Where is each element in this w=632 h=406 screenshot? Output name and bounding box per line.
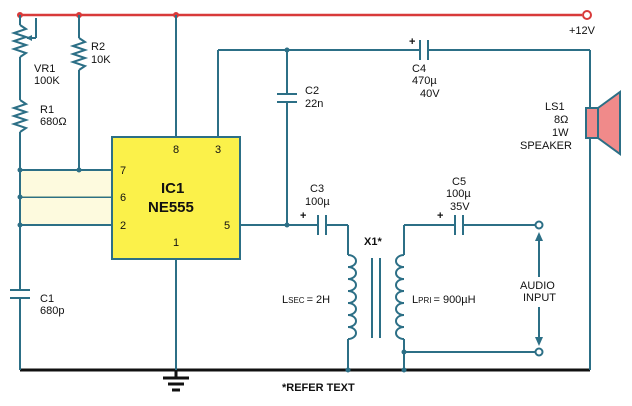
r1-value: 680Ω — [40, 116, 67, 128]
r2-ref: R2 — [91, 41, 105, 53]
pin-1: 1 — [173, 237, 179, 249]
c2-value: 22n — [305, 98, 323, 110]
ls1-ref: LS1 — [545, 101, 565, 113]
c5-capacitor — [454, 215, 464, 235]
pin-8: 8 — [173, 144, 179, 156]
c5-plus: + — [437, 210, 443, 222]
c4-voltage: 40V — [420, 88, 440, 100]
c1-capacitor — [10, 289, 30, 299]
vr1-value: 100K — [34, 75, 60, 87]
x1-ref: X1* — [364, 236, 382, 248]
c5-ref: C5 — [452, 176, 466, 188]
audio-input-label-line1: AUDIO — [520, 280, 555, 292]
c1-value: 680p — [40, 305, 64, 317]
c2-capacitor — [277, 93, 297, 103]
ic1-body — [111, 136, 241, 260]
ls1-power: 1W — [552, 127, 569, 139]
ls1-type: SPEAKER — [520, 140, 572, 152]
refer-text-note: *REFER TEXT — [282, 382, 355, 394]
audio-input-terminal[interactable] — [534, 220, 544, 230]
c3-ref: C3 — [310, 183, 324, 195]
ground-icon — [163, 370, 189, 392]
pin-5: 5 — [224, 220, 230, 232]
pin-3: 3 — [215, 144, 221, 156]
c1-ref: C1 — [40, 293, 54, 305]
r1-ref: R1 — [40, 104, 54, 116]
pin-7: 7 — [120, 165, 126, 177]
c4-plus: + — [409, 36, 415, 48]
ic1-part: NE555 — [148, 199, 194, 216]
supply-terminal — [582, 10, 592, 20]
c3-value: 100µ — [305, 196, 330, 208]
audio-input-arrow — [535, 232, 543, 346]
x1-core — [371, 258, 381, 338]
c4-ref: C4 — [412, 63, 426, 75]
c5-voltage: 35V — [450, 201, 470, 213]
ic1-ref: IC1 — [161, 180, 184, 197]
c3-plus: + — [300, 210, 306, 222]
x1-secondary-coil — [347, 254, 357, 340]
speaker-icon — [585, 90, 621, 156]
ls1-impedance: 8Ω — [554, 114, 568, 126]
vr1-ref: VR1 — [34, 63, 55, 75]
vr1-potentiometer — [10, 18, 37, 58]
c2-ref: C2 — [305, 85, 319, 97]
r1-resistor — [10, 99, 30, 133]
c4-value: 470µ — [412, 75, 437, 87]
r2-value: 10K — [91, 54, 111, 66]
x1-primary-coil — [395, 254, 405, 340]
x1-lpri: LPRI= 900µH — [412, 294, 476, 306]
supply-label: +12V — [569, 25, 596, 37]
pin-6: 6 — [120, 192, 126, 204]
pin-2: 2 — [120, 220, 126, 232]
x1-lsec: LSEC= 2H — [282, 294, 330, 306]
c3-capacitor — [317, 215, 327, 235]
c4-capacitor — [419, 40, 429, 60]
audio-input-label-line2: INPUT — [523, 292, 556, 304]
c5-value: 100µ — [446, 188, 471, 200]
r2-resistor — [69, 37, 89, 71]
audio-input-terminal[interactable] — [534, 347, 544, 357]
